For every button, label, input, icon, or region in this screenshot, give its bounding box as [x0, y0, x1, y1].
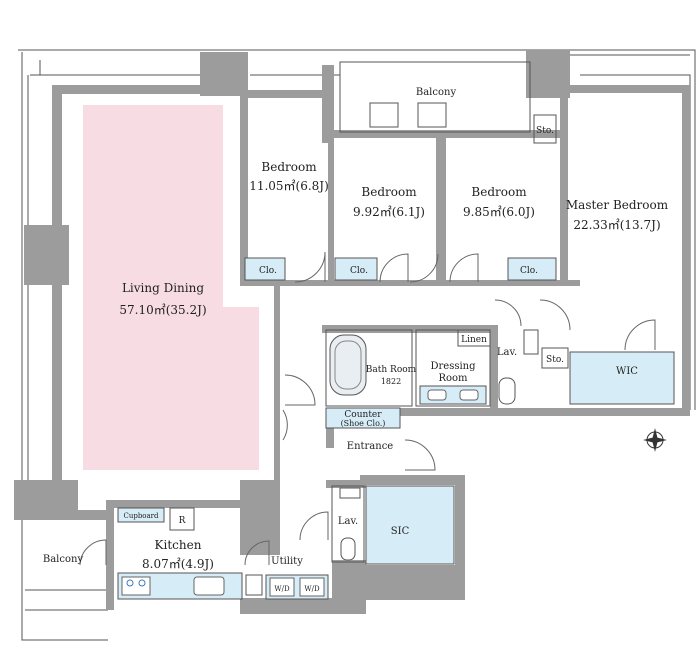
washer-dryer-1 — [269, 577, 295, 597]
balcony-top-label: Balcony — [416, 87, 457, 98]
lavatory-2 — [331, 485, 365, 563]
lavatory-2-label: Lav. — [338, 516, 358, 527]
cupboard — [117, 507, 165, 523]
lavatory-1-sink — [523, 329, 539, 355]
outdoor-unit-1 — [369, 102, 399, 128]
doors — [79, 251, 656, 566]
dressing-room-line2: Room — [438, 373, 468, 384]
bedroom3-name: Bedroom — [471, 185, 527, 199]
burner-1 — [126, 579, 134, 587]
storage-top-label: Sto. — [536, 126, 554, 136]
washer-dryer-2 — [299, 577, 325, 597]
bathtub-inner — [334, 340, 362, 390]
master-bedroom-area: 22.33㎡(13.7J) — [573, 218, 660, 232]
walk-in-closet — [569, 351, 675, 405]
fridge — [169, 507, 195, 531]
exterior-walls — [14, 50, 690, 614]
entrance-label: Entrance — [347, 441, 394, 452]
dressing-room-line1: Dressing — [430, 361, 476, 372]
utility-label: Utility — [271, 556, 303, 567]
sic-label: SIC — [391, 526, 410, 537]
balcony-top — [339, 61, 531, 133]
closet-1-label: Clo. — [259, 266, 277, 276]
kitchen-sink — [193, 576, 225, 596]
closet-1: Clo. — [244, 257, 286, 281]
shoe-in-closet — [365, 485, 455, 565]
stove — [121, 576, 151, 596]
compass-icon — [643, 428, 667, 452]
bedroom1-area: 11.05㎡(6.8J) — [249, 179, 329, 193]
bedroom2-area: 9.92㎡(6.1J) — [353, 205, 425, 219]
counter-shoe-closet — [325, 407, 401, 429]
terrace-outline — [18, 49, 696, 641]
utility-sink — [245, 574, 263, 596]
counter-line1: Counter — [344, 410, 382, 420]
bathtub — [329, 334, 367, 396]
kitchen-area: 8.07㎡(4.9J) — [142, 557, 214, 571]
linen-label: Linen — [461, 335, 487, 345]
living-dining-highlight — [83, 105, 259, 470]
living-dining-area: 57.10㎡(35.2J) — [119, 303, 206, 317]
lavatory-2-sink — [339, 487, 361, 499]
closet-3: Clo. — [507, 257, 557, 281]
living-dining-name: Living Dining — [122, 281, 204, 295]
cupboard-label: Cupboard — [123, 512, 159, 520]
master-bedroom-name: Master Bedroom — [566, 198, 669, 212]
closet-2-label: Clo. — [350, 266, 368, 276]
linen — [457, 329, 491, 347]
bedroom2-name: Bedroom — [361, 185, 417, 199]
bath-room — [325, 329, 413, 407]
burner-2 — [138, 579, 146, 587]
storage-wic-label: Sto. — [546, 355, 564, 365]
basin-1 — [427, 389, 447, 401]
storage-top — [533, 114, 557, 144]
wd1-label: W/D — [274, 585, 290, 593]
balcony-left-label: Balcony — [43, 554, 84, 565]
bath-room-name: Bath Room — [366, 365, 417, 375]
wic-label: WIC — [616, 366, 638, 377]
lavatory-1-label: Lav. — [497, 347, 517, 358]
bedroom3-area: 9.85㎡(6.0J) — [463, 205, 535, 219]
counter-line2: (Shoe Clo.) — [341, 419, 386, 428]
kitchen-name: Kitchen — [155, 538, 202, 552]
bedroom1-name: Bedroom — [261, 160, 317, 174]
closet-3-label: Clo. — [520, 266, 538, 276]
toilet-1 — [498, 377, 516, 405]
wd2-label: W/D — [304, 585, 320, 593]
balcony-rail — [25, 589, 108, 611]
outdoor-unit-2 — [417, 102, 447, 128]
toilet-2 — [340, 537, 356, 561]
basin-2 — [459, 389, 479, 401]
dressing-room — [415, 329, 491, 407]
closet-2: Clo. — [334, 257, 378, 281]
fridge-label: R — [179, 516, 186, 526]
storage-wic — [541, 347, 569, 369]
terrace-inner — [27, 74, 691, 515]
bath-room-size: 1822 — [381, 377, 401, 386]
